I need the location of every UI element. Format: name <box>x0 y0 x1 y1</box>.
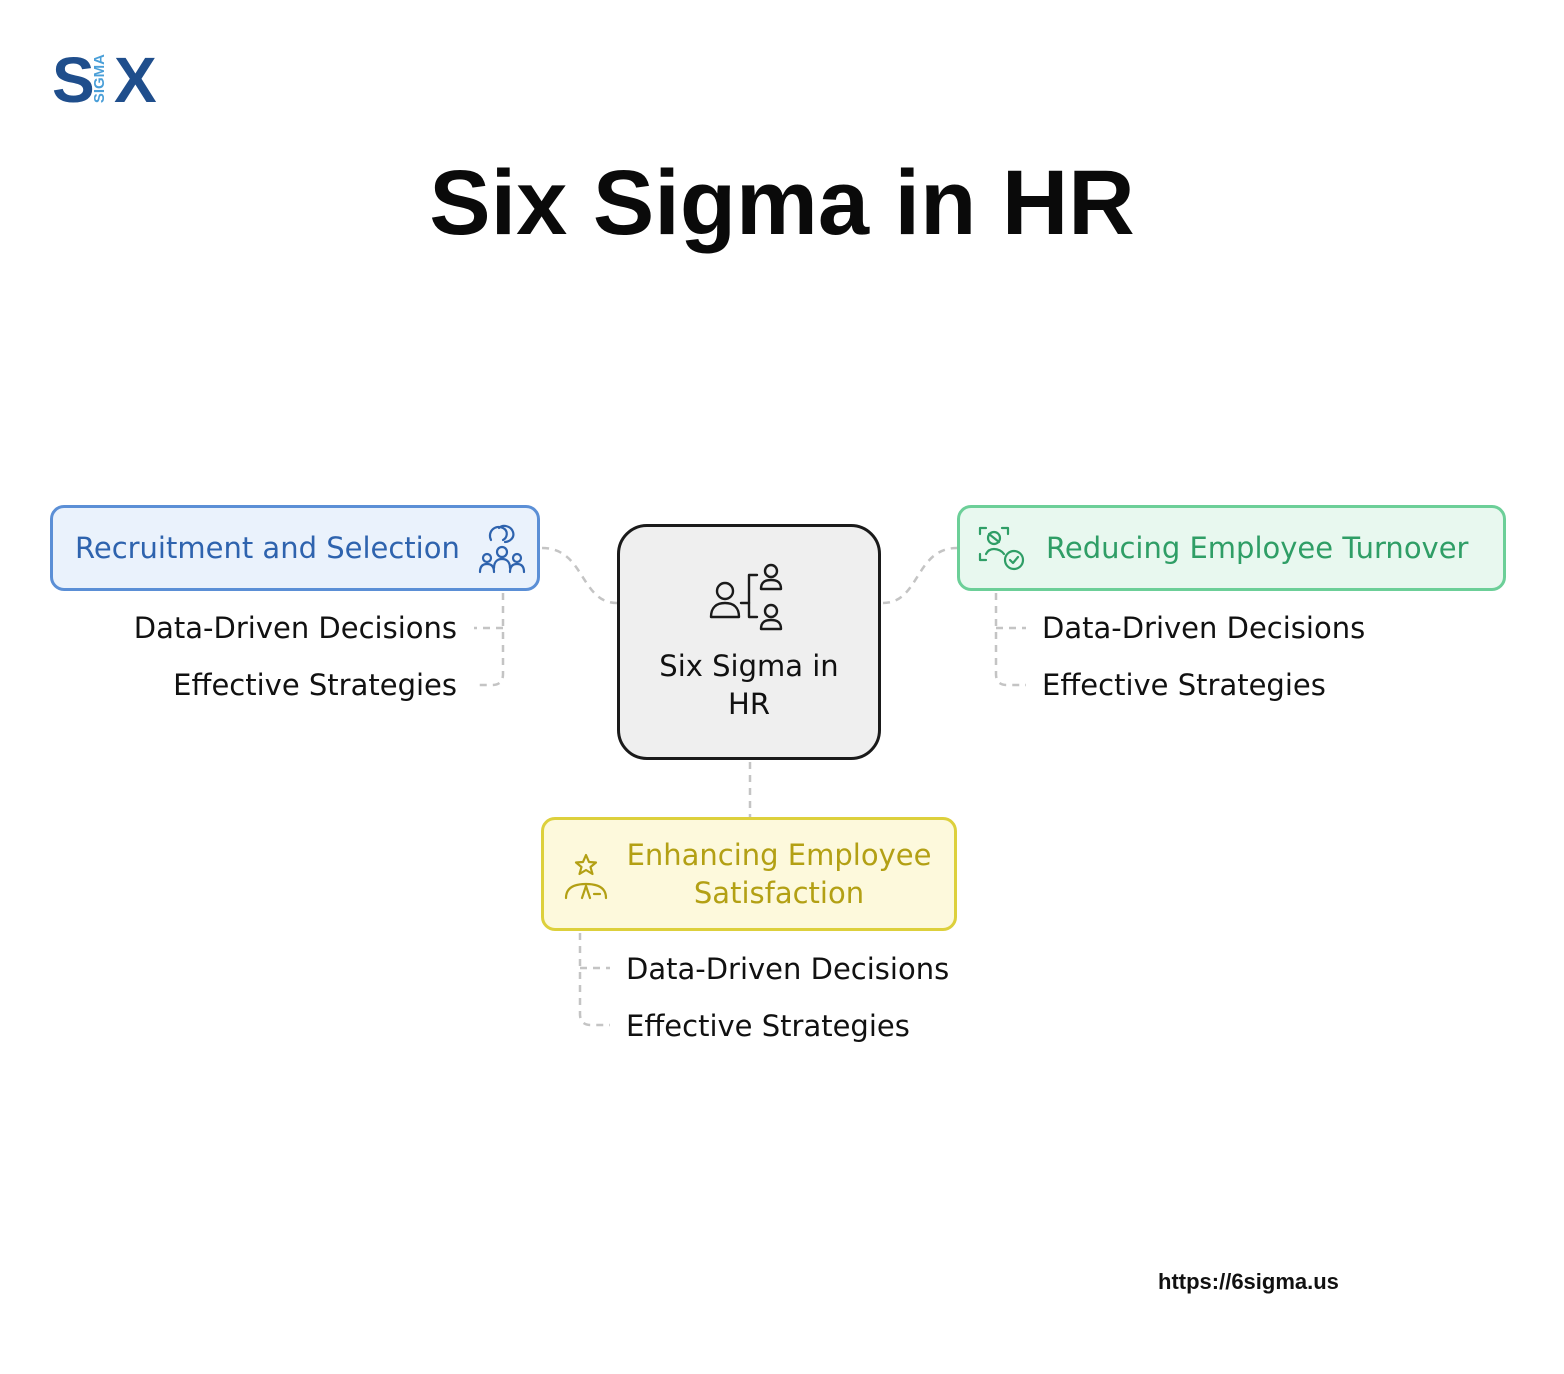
branch-satisfaction-label: Enhancing Employee Satisfaction <box>626 838 932 910</box>
org-people-icon <box>709 563 783 631</box>
turnover-item-1: Data-Driven Decisions <box>1042 611 1366 645</box>
connector-recruitment-leaves <box>474 593 505 687</box>
logo-letter-s: S <box>52 44 95 116</box>
branch-turnover: Reducing Employee Turnover <box>957 505 1506 591</box>
recruitment-item-1: Data-Driven Decisions <box>133 611 457 645</box>
connector-center-recruitment <box>541 546 618 605</box>
person-star-icon <box>564 853 608 900</box>
sixsigma-logo: S SIGMA X <box>52 48 164 112</box>
person-check-icon <box>978 526 1025 571</box>
recruitment-item-2: Effective Strategies <box>173 668 457 702</box>
connector-turnover-leaves <box>994 593 1026 687</box>
satisfaction-item-2: Effective Strategies <box>626 1009 910 1043</box>
center-node: Six Sigma in HR <box>617 524 881 760</box>
branch-recruitment-label: Recruitment and Selection <box>75 531 460 565</box>
center-label: Six Sigma in HR <box>659 649 839 721</box>
turnover-item-2: Effective Strategies <box>1042 668 1326 702</box>
footer-url[interactable]: https://6sigma.us <box>1158 1269 1339 1294</box>
page-title: Six Sigma in HR <box>429 152 1135 254</box>
branch-recruitment: Recruitment and Selection <box>50 505 540 591</box>
branch-turnover-label: Reducing Employee Turnover <box>1046 531 1469 565</box>
satisfaction-item-1: Data-Driven Decisions <box>626 952 950 986</box>
logo-letter-x: X <box>114 44 157 116</box>
branch-satisfaction: Enhancing Employee Satisfaction <box>541 817 957 931</box>
connector-satisfaction-leaves <box>578 933 610 1027</box>
connector-center-turnover <box>882 546 958 605</box>
team-handshake-icon <box>478 524 526 574</box>
